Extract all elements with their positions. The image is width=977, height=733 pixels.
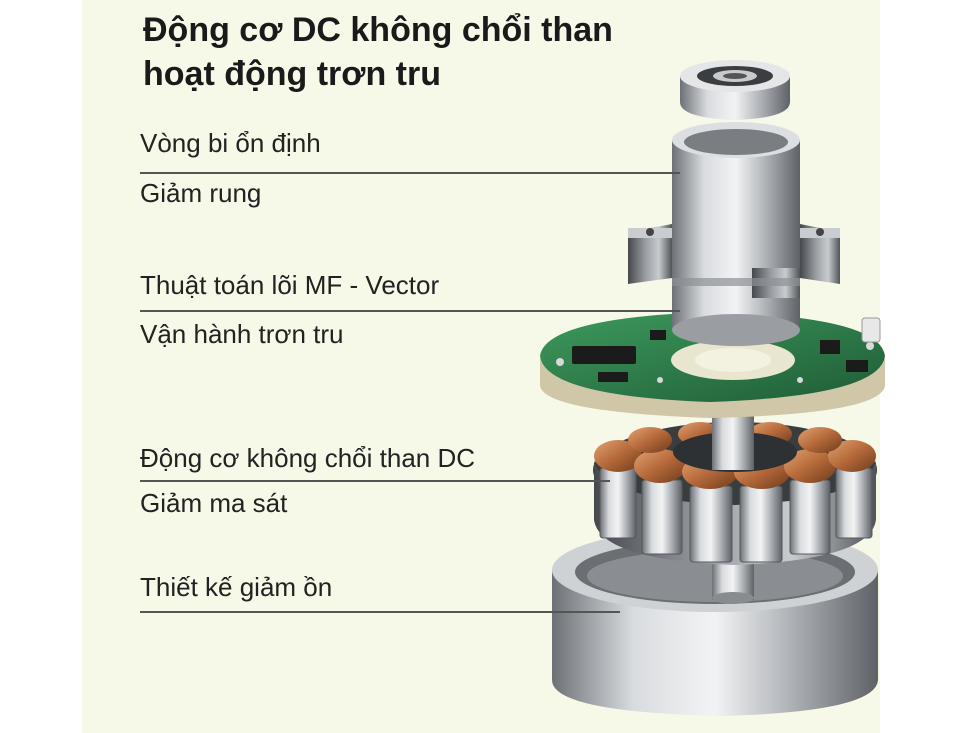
callout-leader-line xyxy=(140,480,610,482)
callout-leader-line xyxy=(140,310,680,312)
callout-smooth-operation: Vận hành trơn tru xyxy=(140,319,344,349)
stator xyxy=(593,410,877,565)
bearing-sleeve xyxy=(628,122,840,346)
ball-bearing xyxy=(680,60,790,120)
control-board xyxy=(540,312,885,418)
callout-leader-line xyxy=(140,172,680,174)
page-title: Động cơ DC không chổi than hoạt động trơ… xyxy=(143,8,703,96)
callout-noise-reduction: Thiết kế giảm ồn xyxy=(140,572,333,602)
callout-reduce-vibration: Giảm rung xyxy=(140,178,262,208)
title-line-2: hoạt động trơn tru xyxy=(143,55,441,93)
callout-leader-line xyxy=(140,611,620,613)
callout-brushless-motor: Động cơ không chổi than DC xyxy=(140,443,476,473)
title-line-1: Động cơ DC không chổi than xyxy=(143,11,613,49)
callout-stable-bearing: Vòng bi ổn định xyxy=(140,128,321,158)
callout-mf-vector-algorithm: Thuật toán lõi MF - Vector xyxy=(140,270,440,300)
callout-reduce-friction: Giảm ma sát xyxy=(140,488,288,518)
